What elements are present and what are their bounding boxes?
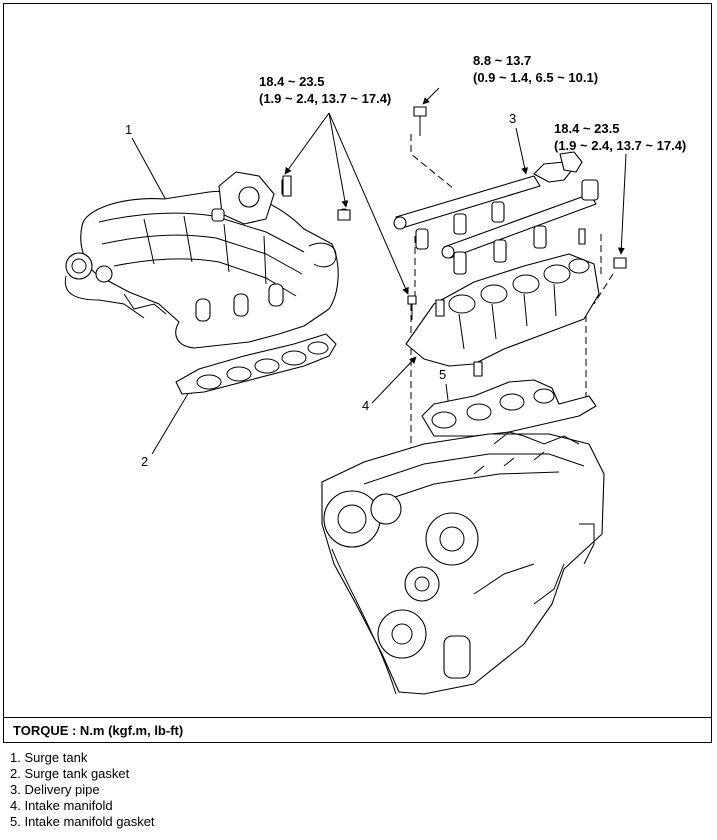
delivery-pipe — [393, 151, 599, 275]
callout-5: 5 — [439, 367, 446, 382]
callout-3: 3 — [509, 111, 516, 126]
leader-lines — [131, 87, 627, 455]
legend-item-delivery-pipe: 3. Delivery pipe — [10, 782, 100, 797]
callout-4: 4 — [362, 398, 369, 413]
diagram-frame: 18.4 ~ 23.5 (1.9 ~ 2.4, 13.7 ~ 17.4) 8.8… — [3, 3, 712, 743]
legend-item-surge-tank-gasket: 2. Surge tank gasket — [10, 766, 130, 781]
torque-spec-2-line1: 8.8 ~ 13.7 — [473, 53, 531, 68]
fuel-injectors — [415, 201, 547, 275]
assembly-dashed-lines — [410, 134, 614, 464]
torque-unit-label: TORQUE : N.m (kgf.m, lb-ft) — [13, 723, 184, 738]
torque-spec-3-line2: (1.9 ~ 2.4, 13.7 ~ 17.4) — [554, 138, 686, 153]
surge-tank-gasket — [175, 333, 337, 395]
callout-1: 1 — [125, 122, 132, 137]
exploded-diagram: 18.4 ~ 23.5 (1.9 ~ 2.4, 13.7 ~ 17.4) 8.8… — [64, 53, 686, 695]
legend-item-intake-manifold: 4. Intake manifold — [10, 798, 113, 813]
torque-spec-3-line1: 18.4 ~ 23.5 — [554, 121, 619, 136]
torque-spec-1-line1: 18.4 ~ 23.5 — [259, 74, 324, 89]
engine-assembly — [321, 431, 605, 695]
torque-spec-1-line2: (1.9 ~ 2.4, 13.7 ~ 17.4) — [259, 91, 391, 106]
torque-unit-bar: TORQUE : N.m (kgf.m, lb-ft) — [4, 717, 711, 742]
surge-tank — [64, 171, 350, 349]
bolts — [282, 106, 627, 320]
intake-manifold-gasket — [421, 379, 597, 437]
callout-2: 2 — [141, 454, 148, 469]
torque-spec-2-line2: (0.9 ~ 1.4, 6.5 ~ 10.1) — [473, 70, 598, 85]
parts-legend: 1. Surge tank 2. Surge tank gasket 3. De… — [10, 750, 155, 830]
legend-item-surge-tank: 1. Surge tank — [10, 750, 88, 765]
legend-item-intake-manifold-gasket: 5. Intake manifold gasket — [10, 814, 155, 829]
intake-manifold — [405, 253, 600, 377]
